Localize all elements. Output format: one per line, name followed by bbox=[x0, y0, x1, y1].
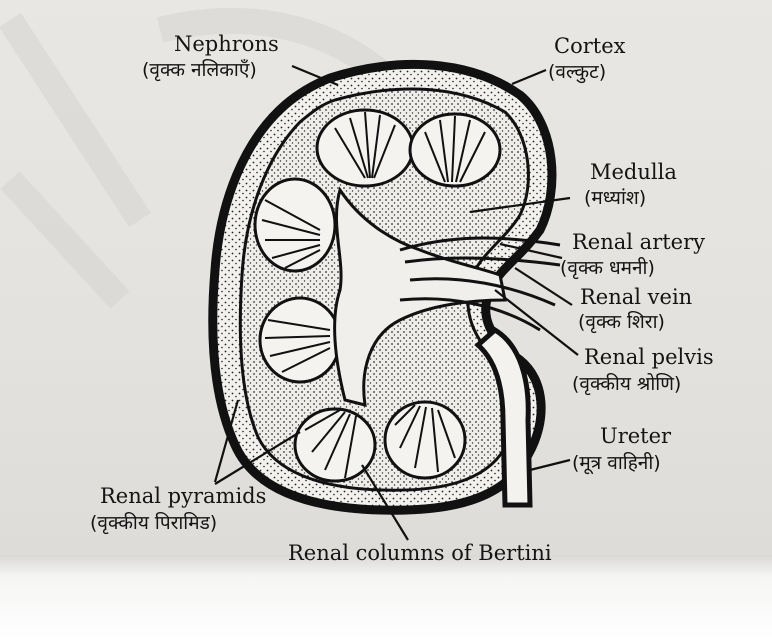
label-renal-vein: Renal vein bbox=[580, 285, 692, 309]
label-medulla-hindi: (मध्यांश) bbox=[584, 186, 646, 210]
leader-cortex bbox=[512, 70, 546, 84]
label-renal-pelvis-hindi: (वृक्कीय श्रोणि) bbox=[572, 372, 681, 396]
pyramid-3 bbox=[255, 179, 335, 271]
label-renal-pyramids-hindi: (वृक्कीय पिरामिड) bbox=[90, 511, 217, 535]
pyramid-4 bbox=[260, 298, 340, 382]
label-ureter: Ureter bbox=[600, 424, 671, 448]
label-renal-artery-hindi: (वृक्क धमनी) bbox=[560, 256, 655, 280]
pyramid-1 bbox=[317, 110, 413, 186]
label-renal-vein-hindi: (वृक्क शिरा) bbox=[578, 310, 665, 334]
pyramid-2 bbox=[410, 114, 500, 186]
label-nephrons-hindi: (वृक्क नलिकाएँ) bbox=[142, 58, 257, 82]
label-renal-columns: Renal columns of Bertini bbox=[288, 541, 552, 565]
pyramid-6 bbox=[385, 402, 465, 478]
label-medulla: Medulla bbox=[590, 160, 677, 184]
leader-ureter bbox=[530, 460, 570, 470]
label-ureter-hindi: (मूत्र वाहिनी) bbox=[572, 451, 661, 475]
label-renal-pyramids: Renal pyramids bbox=[100, 484, 266, 508]
label-cortex-hindi: (वल्कुट) bbox=[548, 60, 606, 84]
pyramid-5 bbox=[295, 409, 375, 481]
label-cortex: Cortex bbox=[554, 34, 625, 58]
label-nephrons: Nephrons bbox=[174, 32, 279, 56]
label-renal-artery: Renal artery bbox=[572, 230, 705, 254]
label-renal-pelvis: Renal pelvis bbox=[584, 345, 714, 369]
